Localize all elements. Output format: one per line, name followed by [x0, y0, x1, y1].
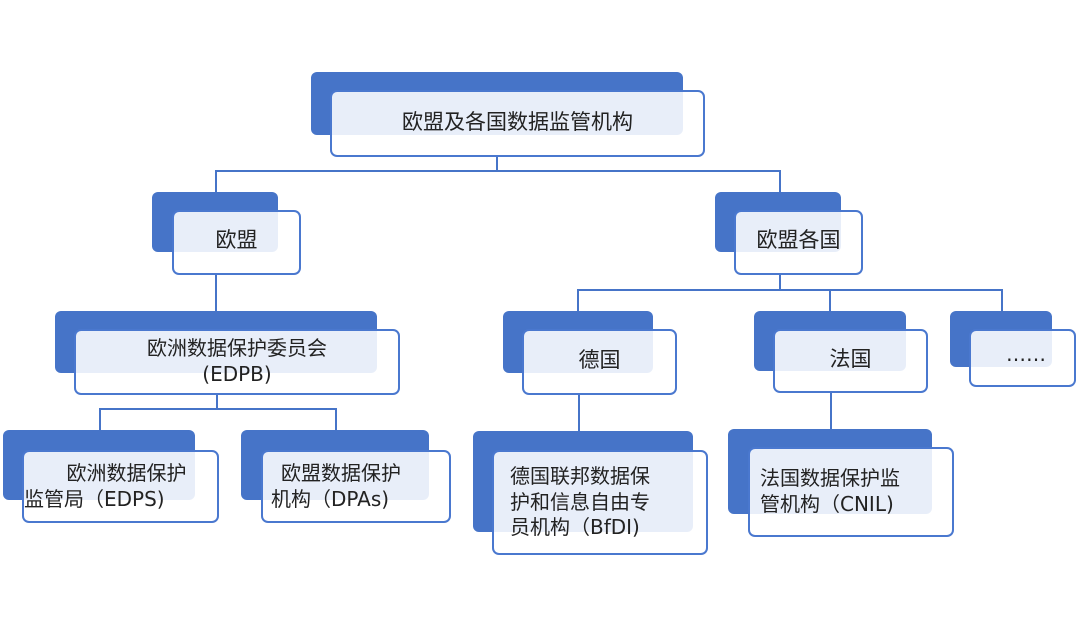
connector-eu-to-edpb — [215, 275, 217, 311]
node-eu-box: 欧盟 — [172, 210, 301, 275]
connector-member-states-down — [779, 275, 781, 291]
node-france-box: 法国 — [773, 329, 928, 393]
node-edps-line2: 监管局（EDPS) — [24, 486, 165, 511]
node-edps-box: 欧洲数据保护 监管局（EDPS) — [22, 450, 219, 523]
node-edps-line1: 欧洲数据保护 — [66, 460, 187, 485]
connector-to-edps — [99, 408, 101, 430]
connector-root-bar — [215, 170, 781, 172]
connector-to-france — [829, 289, 831, 311]
connector-to-germany — [577, 289, 579, 311]
connector-to-eu — [215, 170, 217, 192]
node-member-states-label: 欧盟各国 — [756, 228, 841, 253]
node-member-states-box: 欧盟各国 — [734, 210, 863, 275]
connector-root-down — [496, 157, 498, 172]
node-bfdi-line1: 德国联邦数据保 — [510, 464, 650, 489]
node-bfdi-line3: 员机构（BfDI) — [510, 515, 640, 540]
node-root-box: 欧盟及各国数据监管机构 — [330, 90, 705, 157]
node-others-label: …… — [1006, 342, 1046, 367]
node-cnil-box: 法国数据保护监 管机构（CNIL) — [748, 447, 954, 537]
node-dpas-line2: 机构（DPAs) — [271, 486, 390, 511]
node-germany-label: 德国 — [578, 347, 621, 372]
node-germany-box: 德国 — [522, 329, 677, 395]
connector-edpb-bar — [99, 408, 337, 410]
connector-edpb-down — [216, 394, 218, 410]
node-edpb-line2: (EDPB) — [202, 362, 272, 386]
node-others-box: …… — [969, 329, 1076, 387]
node-edpb-line1: 欧洲数据保护委员会 — [147, 336, 327, 361]
node-edpb-box: 欧洲数据保护委员会 (EDPB) — [74, 329, 400, 395]
node-france-label: 法国 — [829, 346, 872, 371]
connector-france-to-cnil — [830, 392, 832, 429]
node-eu-label: 欧盟 — [215, 228, 258, 253]
node-bfdi-line2: 护和信息自由专 — [510, 489, 650, 514]
connector-to-others — [1001, 289, 1003, 311]
node-cnil-line2: 管机构（CNIL) — [760, 492, 894, 516]
node-dpas-box: 欧盟数据保护 机构（DPAs) — [261, 450, 451, 523]
connector-member-states-bar — [577, 289, 1003, 291]
node-cnil-line1: 法国数据保护监 — [760, 466, 900, 491]
connector-germany-to-bfdi — [578, 394, 580, 431]
node-root-label: 欧盟及各国数据监管机构 — [402, 110, 633, 135]
node-bfdi-box: 德国联邦数据保 护和信息自由专 员机构（BfDI) — [492, 450, 708, 555]
connector-to-dpas — [335, 408, 337, 430]
node-dpas-line1: 欧盟数据保护 — [281, 460, 401, 485]
connector-to-member-states — [779, 170, 781, 192]
